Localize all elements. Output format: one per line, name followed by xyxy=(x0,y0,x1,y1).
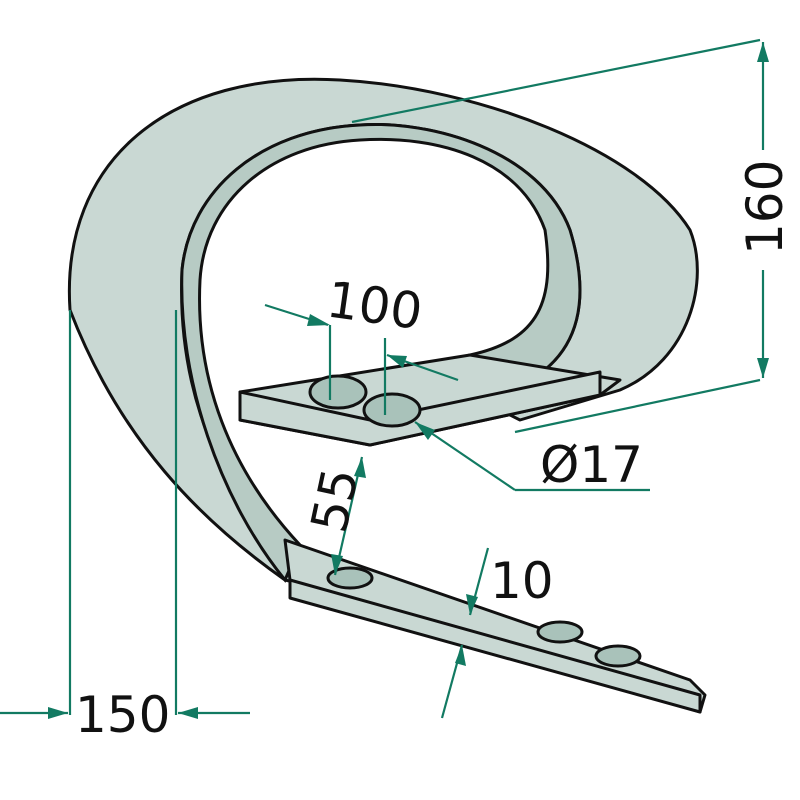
thickness-dimension: 10 xyxy=(490,552,554,610)
mounting-hole xyxy=(536,620,584,644)
hole-spacing-dimension: 100 xyxy=(323,270,426,341)
mounting-hole xyxy=(308,374,368,410)
mounting-hole xyxy=(362,392,422,428)
part-body xyxy=(67,77,707,714)
width-dimension: 150 xyxy=(75,686,170,744)
mounting-hole xyxy=(326,566,374,590)
gap-dimension: 55 xyxy=(300,463,370,537)
dimension-lines xyxy=(0,38,769,719)
mounting-hole xyxy=(594,644,642,668)
height-dimension: 160 xyxy=(736,160,794,255)
hole-diameter-dimension: Ø17 xyxy=(540,436,643,494)
